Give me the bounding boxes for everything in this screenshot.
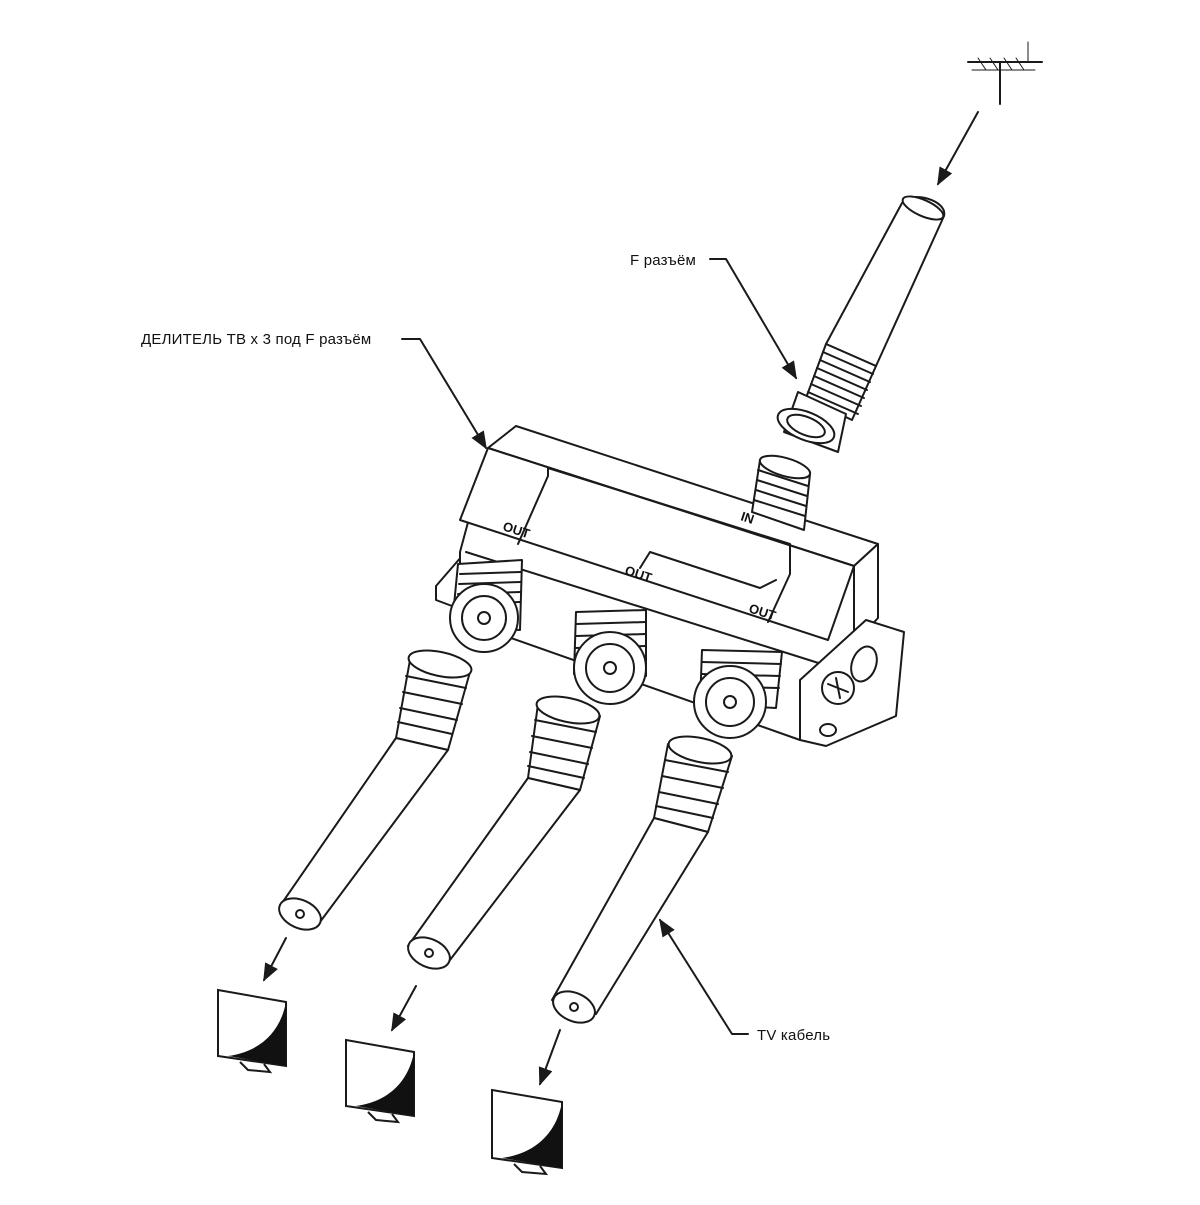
arrow-to-tv-1: [263, 937, 287, 982]
tv-icon: [491, 1088, 563, 1176]
antenna-icon: [967, 41, 1043, 105]
tv-icon: [345, 1038, 415, 1124]
output-cable-left: [278, 649, 473, 931]
out-port-right: [693, 649, 783, 739]
out-port-middle: [573, 609, 647, 705]
f-connector-label: F разъём: [630, 252, 696, 269]
in-port-label: IN: [739, 509, 756, 527]
arrow-to-tv-2: [391, 985, 417, 1032]
splitter-label: ДЕЛИТЕЛЬ ТВ х 3 под F разъём: [141, 331, 371, 348]
input-cable: [776, 195, 946, 453]
tv-icon: [217, 988, 287, 1074]
antenna-arrow: [937, 111, 979, 186]
out-port-left: [449, 559, 523, 653]
splitter-leader: [401, 338, 487, 450]
tv-cable-label: TV кабель: [757, 1027, 830, 1044]
f-connector-leader: [709, 258, 797, 380]
output-cable-right: [551, 735, 733, 1024]
in-port: [751, 454, 812, 531]
arrow-to-tv-3: [538, 1029, 561, 1086]
output-cable-middle: [407, 695, 601, 970]
tv-cable-leader: [659, 918, 749, 1035]
